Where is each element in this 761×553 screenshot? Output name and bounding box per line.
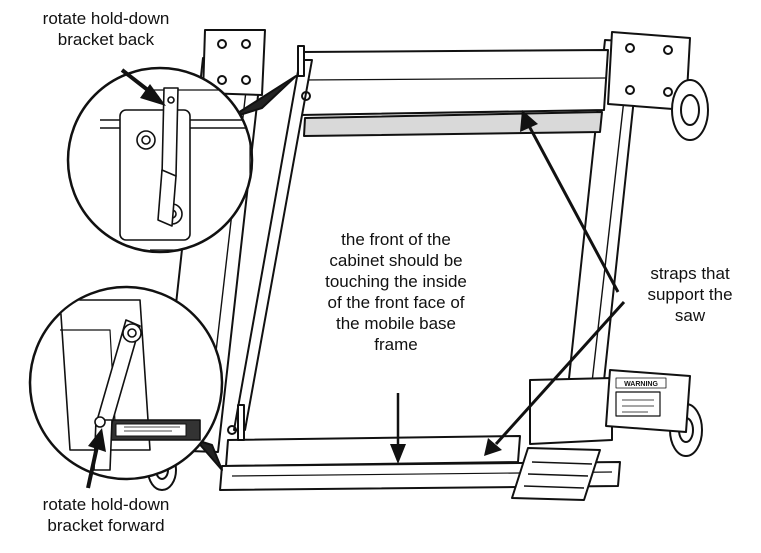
top-callout-wedge (229, 75, 297, 119)
label-rotate-back: rotate hold-down bracket back (42, 9, 170, 49)
arrow-rotate-forward (86, 428, 106, 489)
arrow-cabinet-front (390, 393, 406, 464)
arrow-strap-top (520, 110, 620, 293)
arrow-strap-bottom (484, 300, 626, 456)
label-straps: straps that support the saw (647, 264, 733, 325)
svg-text:WARNING: WARNING (624, 381, 658, 388)
warning-tag: WARNING (615, 377, 667, 389)
label-cabinet-front: the front of the cabinet should be touch… (325, 230, 467, 354)
bottom-callout-wedge (195, 439, 223, 471)
mobile-base-frame (147, 29, 709, 501)
bottom-detail-circle (28, 285, 224, 481)
arrow-rotate-back (120, 68, 166, 106)
top-detail-circle (66, 66, 254, 254)
label-rotate-forward: rotate hold-down bracket forward (42, 495, 170, 535)
